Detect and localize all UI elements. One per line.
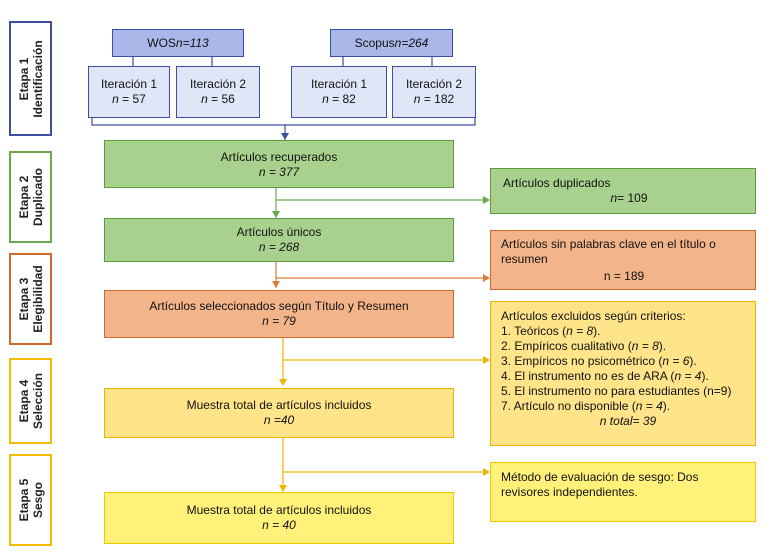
duplicados-box: Artículos duplicados n= 109	[490, 168, 756, 214]
excluidos-box: Artículos excluidos según criterios: 1. …	[490, 301, 756, 446]
excluidos-item: 2. Empíricos cualitativo (n = 8).	[501, 339, 667, 353]
scopus-source-box: Scopus n=264	[330, 29, 453, 57]
seleccionados-box: Artículos seleccionados según Título y R…	[104, 290, 454, 338]
muestra-total-stage5-box: Muestra total de artículos incluidos n =…	[104, 492, 454, 544]
unicos-box: Artículos únicos n = 268	[104, 218, 454, 262]
recuperados-box: Artículos recuperados n = 377	[104, 140, 454, 188]
excluidos-total: n total= 39	[599, 414, 657, 428]
scopus-iteration-2-box: Iteración 2 n = 182	[392, 66, 476, 118]
excluidos-item: 5. El instrumento no para estudiantes (n…	[501, 384, 732, 398]
metodo-sesgo-box: Método de evaluación de sesgo: Dos revis…	[490, 462, 756, 522]
excluidos-item: 3. Empíricos no psicométrico (n = 6).	[501, 354, 697, 368]
scopus-iteration-1-box: Iteración 1 n = 82	[291, 66, 387, 118]
excluidos-item: 1. Teóricos (n = 8).	[501, 324, 601, 338]
excluidos-item: 4. El instrumento no es de ARA (n = 4).	[501, 369, 709, 383]
excluidos-list: 1. Teóricos (n = 8). 2. Empíricos cualit…	[501, 324, 755, 414]
wos-iteration-2-box: Iteración 2 n = 56	[176, 66, 260, 118]
wos-iteration-1-box: Iteración 1 n = 57	[88, 66, 170, 118]
wos-source-box: WOS n=113	[112, 29, 244, 57]
sin-palabras-clave-box: Artículos sin palabras clave en el títul…	[490, 230, 756, 290]
muestra-total-stage4-box: Muestra total de artículos incluidos n =…	[104, 388, 454, 438]
excluidos-item: 7. Artículo no disponible (n = 4).	[501, 399, 671, 413]
